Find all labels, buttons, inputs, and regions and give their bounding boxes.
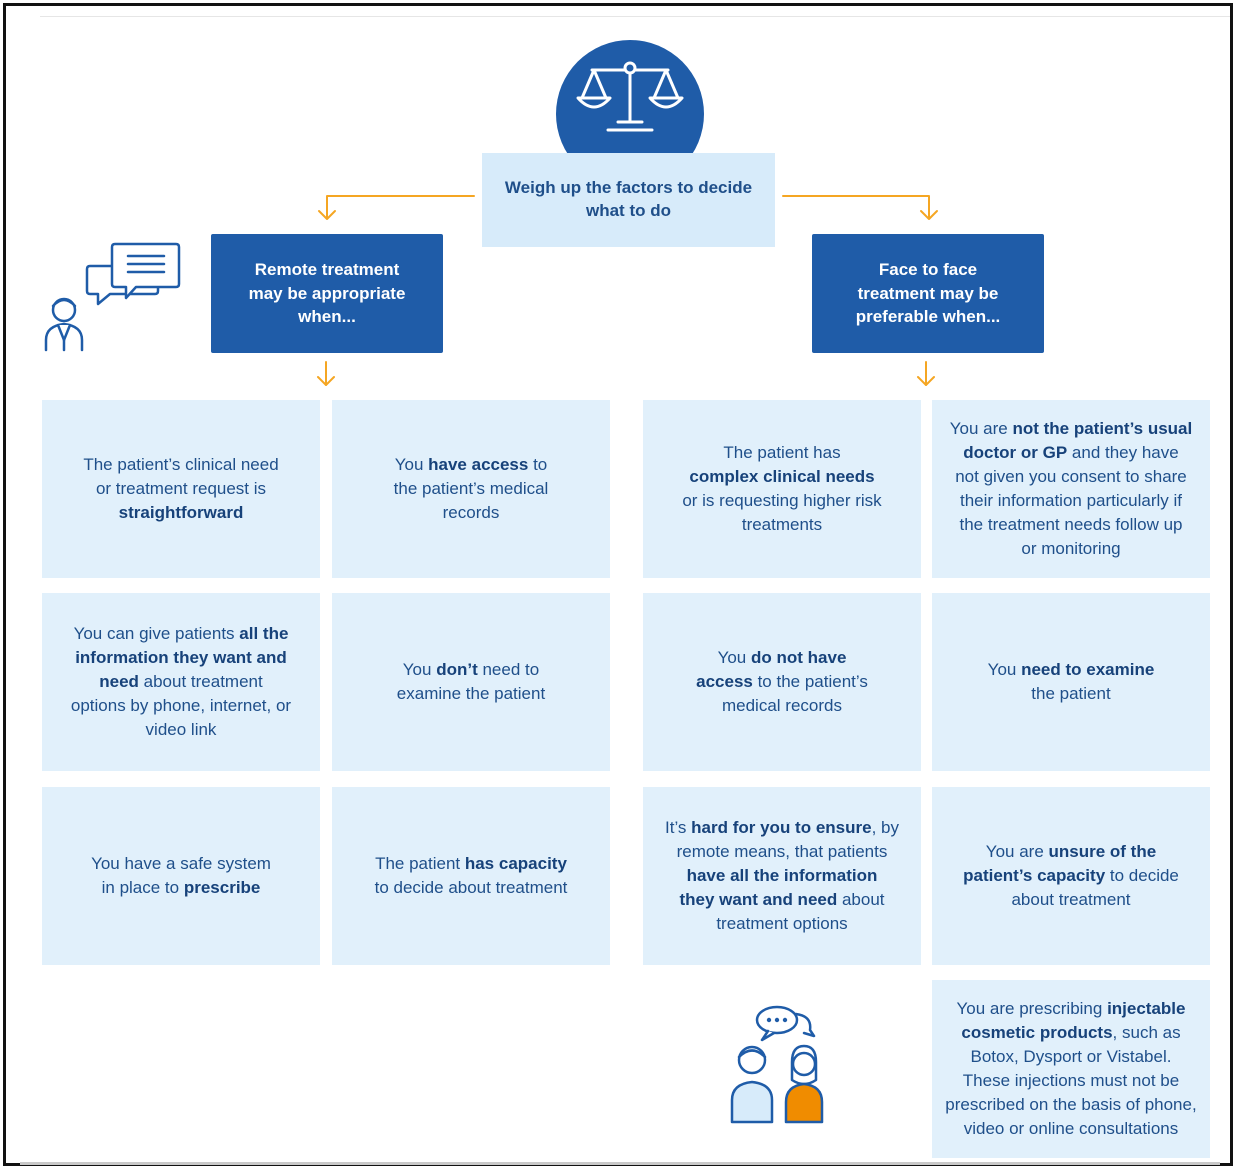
card-text: The patient has	[723, 443, 841, 462]
card-text: to	[528, 455, 548, 474]
card-text: and they have	[1067, 443, 1179, 462]
card-text: , by	[871, 818, 899, 837]
card-text: or monitoring	[1021, 539, 1121, 558]
card-text: You	[987, 660, 1022, 679]
card-text: to decide about treatment	[374, 878, 568, 897]
card-text: the patient’s medical	[393, 479, 549, 498]
card-text: It’s	[665, 818, 692, 837]
remote-card-safe-prescribe: You have a safe system in place to presc…	[42, 787, 320, 965]
remote-card-has-capacity: The patient has capacity to decide about…	[332, 787, 610, 965]
remote-card-no-examine: You don’t need to examine the patient	[332, 593, 610, 771]
decision-label-line1: Weigh up the factors to decide	[504, 178, 753, 198]
face-to-face-heading: Face to face treatment may be preferable…	[812, 234, 1044, 353]
card-emphasis: all the	[239, 624, 289, 643]
card-text: The patient	[375, 854, 465, 873]
card-text: You are	[985, 842, 1049, 861]
card-emphasis: complex clinical needs	[689, 467, 875, 486]
card-text: in place to	[101, 878, 184, 897]
bottom-scrollbar[interactable]	[20, 1162, 1220, 1165]
card-text: about	[837, 890, 885, 909]
card-emphasis: straightforward	[118, 503, 244, 522]
card-text: You	[402, 660, 437, 679]
card-text: These injections must not be	[962, 1071, 1180, 1090]
remote-heading-line1: Remote treatment	[254, 259, 400, 279]
card-text: records	[442, 503, 500, 522]
card-text: video or online consultations	[963, 1119, 1179, 1138]
face-card-complex-needs: The patient has complex clinical needs o…	[643, 400, 921, 578]
top-divider	[40, 16, 1230, 17]
face-heading-line2: treatment may be	[857, 283, 999, 303]
card-text: to the patient’s	[752, 672, 868, 691]
card-emphasis: access	[696, 672, 753, 691]
person-chat-bubbles-icon	[44, 242, 181, 352]
card-text: the treatment needs follow up	[959, 515, 1183, 534]
face-card-hard-to-ensure: It’s hard for you to ensure, by remote m…	[643, 787, 921, 965]
card-text: or is requesting higher risk	[682, 491, 882, 510]
remote-heading-line2: may be appropriate	[248, 283, 406, 303]
card-text: You have a safe system	[91, 854, 271, 873]
card-text: to decide	[1105, 866, 1179, 885]
card-text: options by phone, internet, or	[70, 696, 292, 715]
remote-card-straightforward: The patient’s clinical need or treatment…	[42, 400, 320, 578]
remote-card-information: You can give patients all the informatio…	[42, 593, 320, 771]
face-card-not-usual-doctor: You are not the patient’s usual doctor o…	[932, 400, 1210, 578]
card-text: You can give patients	[73, 624, 240, 643]
card-emphasis: patient’s capacity	[963, 866, 1106, 885]
card-emphasis: information they want and	[75, 648, 287, 667]
card-text: treatments	[741, 515, 823, 534]
card-text: about treatment	[138, 672, 263, 691]
card-text: or treatment request is	[95, 479, 267, 498]
card-text: , such as	[1112, 1023, 1181, 1042]
card-emphasis: injectable	[1107, 999, 1186, 1018]
face-heading-line3: preferable when...	[855, 307, 1001, 327]
face-card-no-access-records: You do not have access to the patient’s …	[643, 593, 921, 771]
decision-label-line2: what to do	[586, 201, 671, 220]
card-emphasis: prescribe	[183, 878, 261, 897]
card-text: You	[394, 455, 429, 474]
card-emphasis: they want and need	[679, 890, 838, 909]
card-text: medical records	[721, 696, 842, 715]
card-emphasis: have all the information	[686, 866, 878, 885]
face-heading-line1: Face to face	[878, 259, 978, 279]
card-text: Botox, Dysport or Vistabel.	[970, 1047, 1172, 1066]
card-text: need to	[477, 660, 540, 679]
card-text: the patient	[1031, 684, 1111, 703]
balance-scale-icon	[576, 61, 684, 132]
two-people-talking-icon	[730, 1005, 824, 1124]
remote-heading-line3: when...	[298, 307, 356, 327]
card-emphasis: doctor or GP	[963, 443, 1068, 462]
card-emphasis: have access	[428, 455, 529, 474]
card-emphasis: need to examine	[1021, 660, 1155, 679]
remote-card-access-records: You have access to the patient’s medical…	[332, 400, 610, 578]
card-emphasis: cosmetic products	[961, 1023, 1113, 1042]
face-card-need-examine: You need to examine the patient	[932, 593, 1210, 771]
card-text: not given you consent to share	[955, 467, 1187, 486]
remote-treatment-heading: Remote treatment may be appropriate when…	[211, 234, 443, 353]
card-text: You	[717, 648, 751, 667]
card-text: treatment options	[716, 914, 848, 933]
card-text: You are prescribing	[956, 999, 1108, 1018]
card-emphasis: do not have	[751, 648, 847, 667]
card-text: remote means, that patients	[676, 842, 888, 861]
card-text: their information particularly if	[959, 491, 1183, 510]
card-text: video link	[145, 720, 217, 739]
card-emphasis: hard for you to ensure	[691, 818, 872, 837]
face-card-injectable-cosmetics: You are prescribing injectable cosmetic …	[932, 980, 1210, 1158]
card-emphasis: don’t	[436, 660, 478, 679]
card-text: You are	[949, 419, 1013, 438]
card-emphasis: unsure of the	[1048, 842, 1157, 861]
card-emphasis: need	[99, 672, 139, 691]
card-emphasis: has capacity	[464, 854, 567, 873]
decision-box: Weigh up the factors to decide what to d…	[482, 153, 775, 247]
face-card-unsure-capacity: You are unsure of the patient’s capacity…	[932, 787, 1210, 965]
card-text: examine the patient	[396, 684, 546, 703]
card-text: about treatment	[1011, 890, 1131, 909]
card-text: The patient’s clinical need	[83, 455, 279, 474]
card-emphasis: not the patient’s usual	[1012, 419, 1193, 438]
card-text: prescribed on the basis of phone,	[945, 1095, 1197, 1114]
